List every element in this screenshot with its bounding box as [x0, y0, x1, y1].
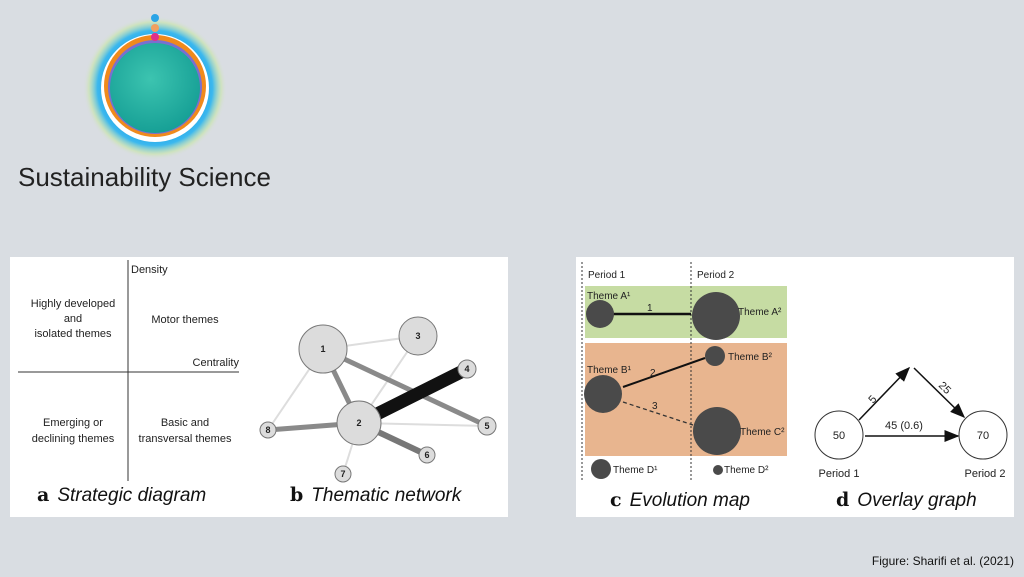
network-node	[398, 316, 438, 356]
period-1-caption: Period 1	[819, 468, 860, 480]
theme-node	[713, 465, 723, 475]
network-node	[334, 465, 352, 483]
theme-node	[584, 375, 622, 413]
theme-c2-label: Theme C²	[740, 427, 785, 438]
theme-node	[705, 346, 725, 366]
quadrant-bottom-left: declining themes	[32, 433, 115, 445]
journal-title: Sustainability Science	[18, 162, 271, 192]
node-label: 7	[340, 469, 345, 479]
evolution-map: Period 1 Period 2 Theme A¹ Theme A² Them…	[581, 262, 787, 511]
centrality-axis-label: Centrality	[193, 357, 240, 369]
figure-credit: Figure: Sharifi et al. (2021)	[871, 554, 1014, 568]
theme-node	[693, 407, 741, 455]
quadrant-top-left: and	[64, 313, 82, 325]
theme-node	[591, 459, 611, 479]
network-node	[457, 359, 477, 379]
period-2-label: Period 2	[697, 270, 735, 281]
quadrant-bottom-left: Emerging or	[43, 417, 103, 429]
node-label: 2	[356, 418, 361, 428]
link-label: 1	[647, 303, 653, 314]
quadrant-top-left: isolated themes	[34, 328, 112, 340]
network-node	[298, 324, 348, 374]
theme-d1-label: Theme D¹	[613, 465, 658, 476]
period-1-node	[814, 410, 864, 460]
network-node	[259, 421, 277, 439]
network-node	[336, 400, 382, 446]
period-2-caption: Period 2	[965, 468, 1006, 480]
network-node	[418, 446, 436, 464]
quadrant-bottom-right: Basic and	[161, 417, 209, 429]
theme-b2-label: Theme B²	[728, 352, 773, 363]
node-label: 5	[484, 421, 489, 431]
theme-node	[692, 292, 740, 340]
journal-logo	[83, 14, 227, 160]
theme-node	[586, 300, 614, 328]
node-label: 1	[320, 344, 325, 354]
network-node	[477, 416, 497, 436]
theme-a2-label: Theme A²	[738, 307, 782, 318]
link-label: 2	[650, 368, 656, 379]
quadrant-bottom-right: transversal themes	[139, 433, 232, 445]
green-band	[585, 286, 787, 338]
density-axis-label: Density	[131, 264, 168, 276]
node-label: 3	[415, 331, 420, 341]
quadrant-top-right: Motor themes	[151, 314, 219, 326]
theme-d2-label: Theme D²	[724, 465, 769, 476]
node-label: 4	[464, 364, 469, 374]
node-label: 6	[424, 450, 429, 460]
theme-b1-label: Theme B¹	[587, 365, 632, 376]
link-label: 3	[652, 401, 658, 412]
strategic-diagram: Density Centrality Highly developed and …	[18, 260, 239, 506]
node-label: 8	[265, 425, 270, 435]
period-1-value: 50	[833, 430, 845, 442]
period-2-value: 70	[977, 430, 989, 442]
period-1-label: Period 1	[588, 270, 626, 281]
theme-a1-label: Theme A¹	[587, 291, 631, 302]
quadrant-top-left: Highly developed	[31, 298, 115, 310]
direct-edge-label: 45 (0.6)	[885, 420, 923, 432]
